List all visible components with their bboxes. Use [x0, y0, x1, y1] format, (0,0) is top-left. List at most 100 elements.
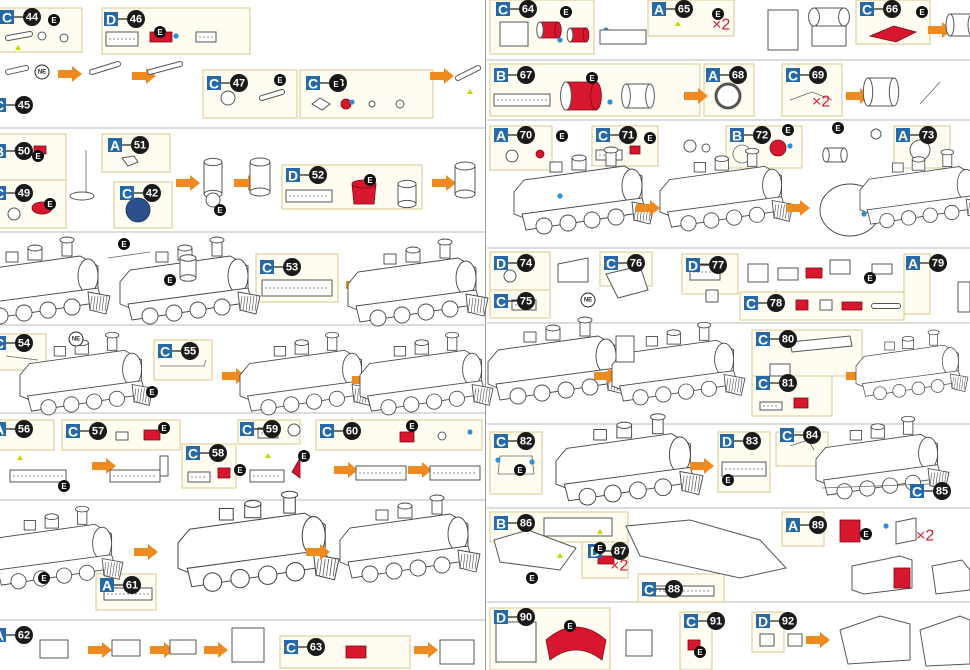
e-marker: E — [330, 78, 342, 90]
pilot-slat — [681, 475, 685, 492]
step-number-circle — [230, 74, 248, 92]
flat-sheet-part-illustration — [721, 461, 767, 477]
red-part — [769, 139, 787, 157]
step-number-circle — [517, 514, 535, 532]
pilot-slat — [133, 388, 137, 403]
e-marker-text: E — [697, 648, 703, 657]
e-marker: E — [406, 420, 418, 432]
pilot-slat — [958, 377, 962, 390]
step-number-circle — [127, 10, 145, 28]
driving-wheel — [257, 565, 278, 585]
smokestack-top — [927, 329, 940, 336]
smokebox-front — [918, 436, 939, 470]
pilot-slat — [929, 472, 933, 487]
driving-wheel — [559, 214, 577, 232]
sand-dome-top — [870, 423, 885, 430]
step-number-circle — [729, 66, 747, 84]
flat-sheet-part-illustration — [429, 465, 481, 481]
sheet-letter: C — [0, 98, 4, 114]
sheet-letter: C — [322, 424, 332, 440]
cylinder-end — [838, 7, 850, 27]
e-marker-circle — [154, 26, 166, 38]
sheet-badge — [494, 128, 508, 142]
step-number-circle — [627, 254, 645, 272]
step-number-circle — [15, 420, 33, 438]
e-marker-circle — [48, 14, 60, 26]
smokestack-top — [901, 415, 916, 423]
driving-wheel — [40, 399, 57, 416]
smokebox-front — [714, 342, 735, 376]
sand-dome-top — [414, 339, 429, 346]
dome-top — [179, 254, 197, 262]
smokestack-top — [325, 331, 340, 339]
sheet-badge — [604, 256, 618, 270]
tube-inner — [148, 62, 182, 74]
sheet-letter: C — [0, 336, 4, 352]
sheet-badge — [320, 424, 334, 438]
pilot-slat — [103, 562, 107, 577]
sheet-badge — [720, 434, 734, 448]
pilot-slat — [329, 559, 333, 577]
step-number: 65 — [678, 4, 690, 16]
arrow-right-icon — [334, 462, 358, 478]
pin-dot — [787, 143, 793, 149]
steam-dome — [23, 520, 37, 531]
pilot-slat — [326, 559, 329, 577]
e-marker: E — [154, 26, 166, 38]
pilot-slat — [315, 559, 319, 577]
tube-part-illustration — [259, 89, 285, 101]
step-number: 54 — [18, 338, 31, 350]
step-number: 70 — [520, 130, 532, 142]
pilot-slat — [242, 295, 246, 312]
pilot-slat — [633, 205, 637, 222]
arrow-right-icon — [432, 175, 456, 191]
driving-wheel — [629, 481, 647, 500]
step-number-circle — [933, 482, 951, 500]
smokebox-front — [621, 168, 643, 204]
pilot-slat — [687, 475, 691, 492]
e-marker-text: E — [725, 476, 731, 485]
driving-wheel — [260, 399, 277, 416]
step-number: 85 — [936, 486, 948, 498]
e-marker-circle — [832, 122, 844, 134]
step-number: 60 — [346, 426, 358, 438]
sheet-badge — [896, 128, 910, 142]
guide-line — [107, 251, 151, 259]
e-marker-text: E — [161, 424, 167, 433]
step-number: 64 — [522, 4, 535, 16]
locomotive-illustration — [119, 236, 261, 325]
driving-wheel — [900, 210, 917, 226]
bracket-part — [777, 267, 799, 281]
e-marker-text: E — [121, 240, 127, 249]
red-part — [839, 519, 861, 543]
driving-wheel — [417, 303, 435, 321]
disc-part-illustration — [701, 143, 711, 153]
step-number-circle — [143, 184, 161, 202]
sheet-badge — [0, 186, 6, 200]
pilot-slat — [963, 377, 966, 390]
row-dividers — [0, 59, 970, 621]
e-marker-text: E — [867, 274, 873, 283]
bend-tab-icon — [17, 455, 23, 460]
disc-part-illustration — [37, 31, 47, 41]
driving-wheel — [189, 301, 207, 319]
step-number: 47 — [233, 78, 245, 90]
arrow-right-icon — [134, 544, 158, 560]
e-marker-text: E — [835, 124, 841, 133]
pilot-slat — [482, 388, 485, 403]
step-number-circle — [15, 184, 33, 202]
e-marker-circle — [694, 646, 706, 658]
driving-wheel — [56, 567, 73, 584]
locomotive-illustration — [239, 331, 374, 416]
driving-wheel — [108, 390, 125, 407]
flat-sheet-part-illustration — [759, 401, 783, 411]
sheet-letter: A — [708, 68, 718, 84]
pilot-slat — [356, 388, 360, 403]
sand-dome-top — [902, 336, 914, 342]
